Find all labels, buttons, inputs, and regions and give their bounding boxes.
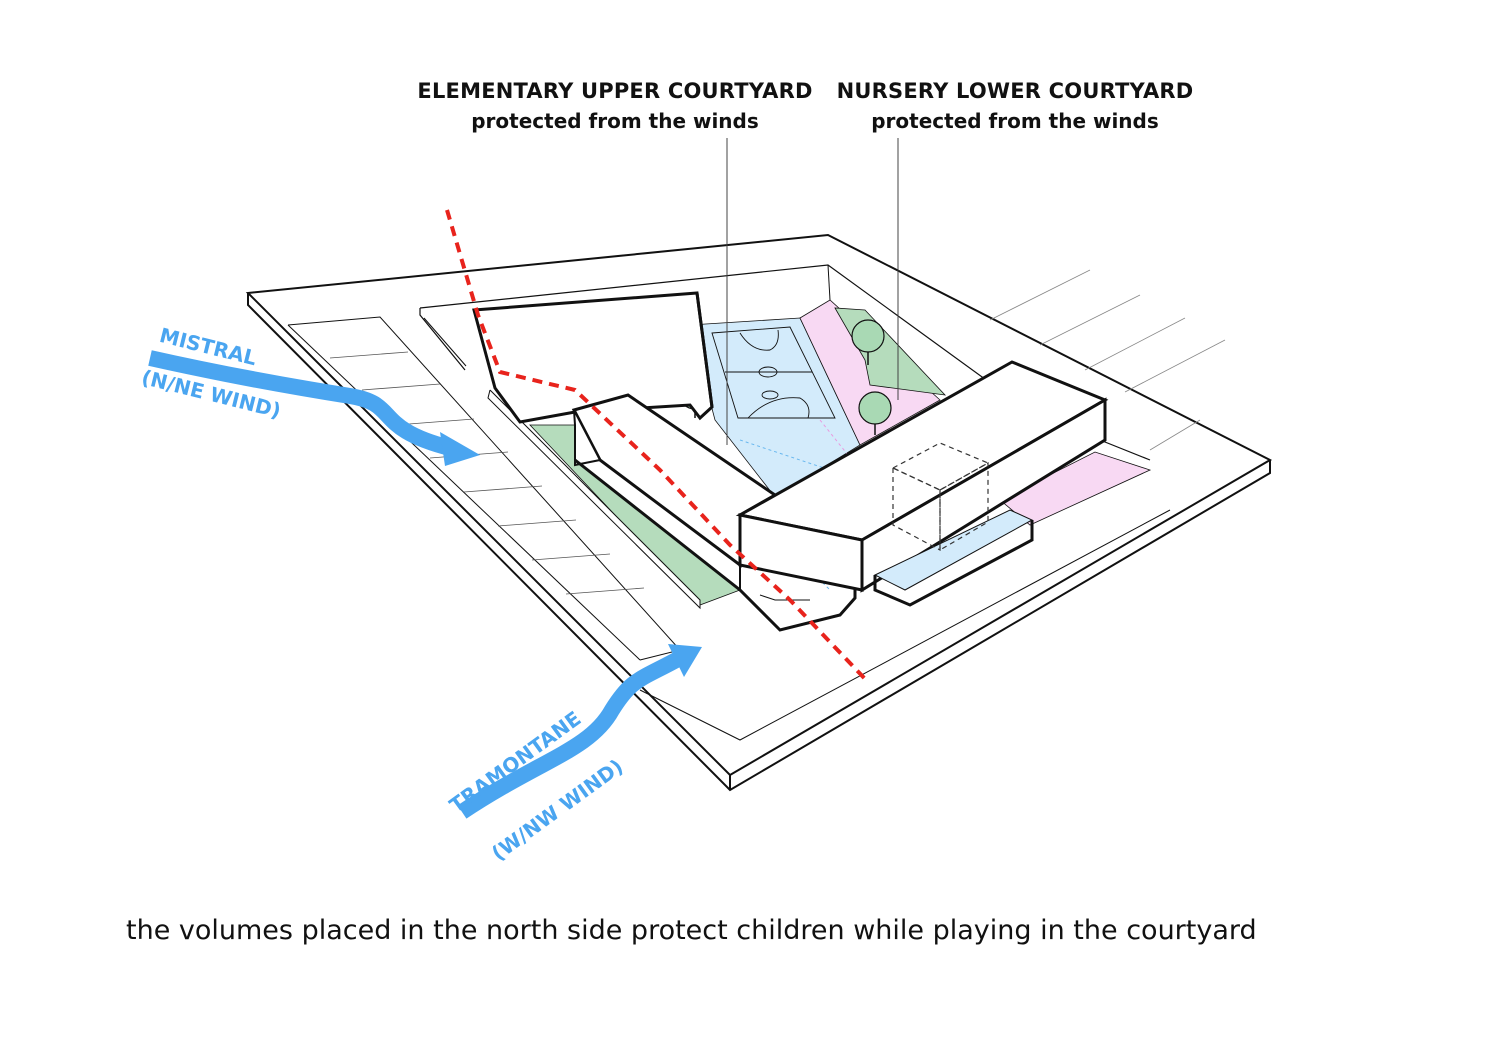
elementary-courtyard-title: ELEMENTARY UPPER COURTYARD	[417, 79, 813, 103]
north-volume-top	[472, 291, 714, 424]
nursery-courtyard-title: NURSERY LOWER COURTYARD	[836, 79, 1194, 103]
tree-icon	[858, 391, 892, 435]
tree-icon	[851, 319, 885, 365]
tramontane-arrow-icon	[457, 644, 702, 819]
diagram-caption: the volumes placed in the north side pro…	[126, 915, 1257, 946]
nursery-courtyard-subtitle: protected from the winds	[871, 109, 1159, 133]
east-volume-side	[860, 397, 1107, 593]
dashed-cube	[891, 442, 990, 552]
elementary-courtyard-subtitle: protected from the winds	[471, 109, 759, 133]
mistral-arrow-icon	[148, 350, 480, 466]
elementary-courtyard-label: ELEMENTARY UPPER COURTYARD protected fro…	[405, 76, 825, 136]
road-inner-edge	[287, 316, 681, 661]
nursery-courtyard-label: NURSERY LOWER COURTYARD protected from t…	[820, 76, 1210, 136]
wind-protection-line	[445, 209, 870, 684]
basketball-court	[711, 326, 836, 419]
main-volume-side	[573, 409, 602, 467]
parking-stripes	[329, 351, 645, 595]
